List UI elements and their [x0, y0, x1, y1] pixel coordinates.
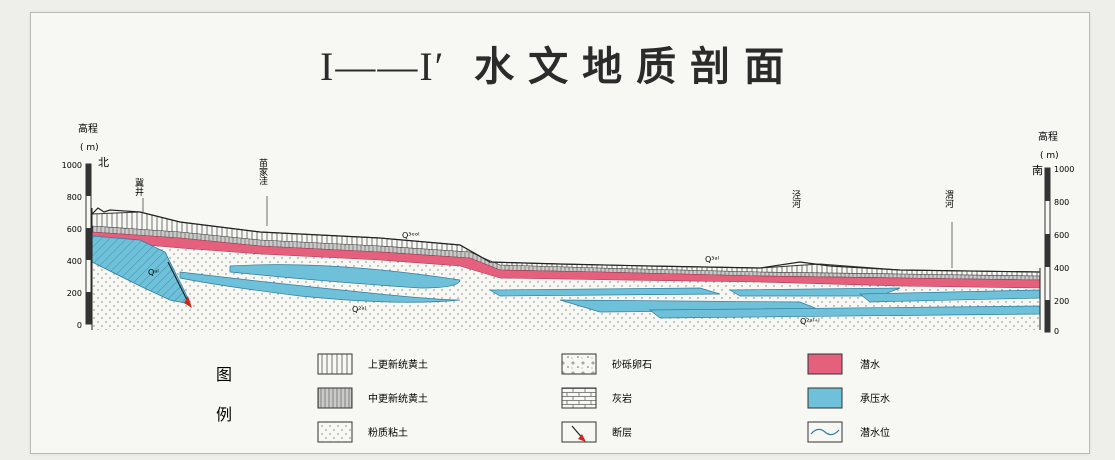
fault-line — [167, 261, 191, 307]
legend-swatch-fault — [561, 421, 597, 443]
confined-aquifer-lens-1 — [229, 264, 461, 289]
legend-swatch-middle-loess — [317, 387, 353, 409]
right-axis-unit: ( m) — [1040, 151, 1059, 161]
left-axis-unit: ( m) — [80, 143, 99, 153]
place-labels: 冀井 苗家洼 泾河 渭河 — [133, 158, 954, 268]
legend-label-silty-clay: 粉质粘土 — [368, 426, 408, 439]
legend-label-water-table: 潜水位 — [860, 426, 890, 439]
legend: 图 例 上更新统黄土 中更新统黄土 粉质粘土 砂砾卵石 灰岩 断层 潜水 承压水… — [216, 353, 890, 443]
right-tick-0: 0 — [1054, 327, 1059, 336]
ground-surface-line — [91, 207, 1041, 273]
right-tick-400: 400 — [1054, 264, 1069, 273]
left-tick-200: 200 — [67, 289, 82, 298]
section-label: I——I′ — [320, 44, 446, 89]
legend-label-middle-loess: 中更新统黄土 — [368, 392, 428, 405]
place-well: 冀井 — [133, 177, 144, 197]
legend-swatch-upper-loess — [317, 353, 353, 375]
place-river-jing: 泾河 — [790, 189, 801, 208]
legend-title-2: 例 — [216, 405, 232, 424]
legend-swatch-gravel — [561, 353, 597, 375]
left-axis-label: 高程 — [78, 122, 98, 135]
confined-aquifer-lens-3 — [488, 287, 721, 297]
legend-swatch-phreatic-water — [807, 353, 843, 375]
right-tick-800: 800 — [1054, 198, 1069, 207]
south-label: 南 — [1032, 164, 1043, 177]
legend-label-upper-loess: 上更新统黄土 — [368, 358, 428, 371]
figure-title: I——I′ 水文地质剖面 — [320, 34, 840, 90]
right-elevation-axis: 高程 ( m) 南 1000 800 600 400 200 0 — [1032, 130, 1074, 336]
place-river-wei: 渭河 — [943, 190, 954, 208]
legend-label-confined-water: 承压水 — [860, 393, 890, 405]
place-village: 苗家洼 — [257, 158, 268, 185]
left-tick-1000: 1000 — [62, 161, 82, 170]
north-label: 北 — [98, 156, 109, 169]
right-tick-200: 200 — [1054, 297, 1069, 306]
left-tick-400: 400 — [67, 257, 82, 266]
legend-label-fault: 断层 — [612, 426, 632, 439]
legend-swatch-confined-water — [807, 387, 843, 409]
legend-title-1: 图 — [216, 365, 232, 384]
legend-label-phreatic-water: 潜水 — [860, 358, 880, 371]
legend-swatch-silty-clay — [317, 421, 353, 443]
right-tick-1000: 1000 — [1054, 165, 1074, 174]
strata-label-q3eol: Q³ᵉᵒˡ — [402, 231, 419, 240]
strata-label-q2al: Q²ᵃˡ — [352, 305, 366, 314]
section-body — [91, 207, 1041, 330]
right-axis-label: 高程 — [1038, 130, 1058, 143]
strata-label-q3al: Q³ᵃˡ — [705, 255, 719, 264]
fault-arrow-icon — [578, 434, 586, 442]
left-elevation-axis: 高程 ( m) 北 1000 800 600 400 200 0 — [62, 122, 109, 330]
right-tick-600: 600 — [1054, 231, 1069, 240]
confined-aquifer-lens-2 — [179, 271, 461, 303]
strata-labels: Q³ᵉᵒˡ Q³ᵃˡ Qᵃˡ Q²ᵃˡ Q²ᵃˡ⁺ˡ — [148, 231, 820, 326]
left-tick-0: 0 — [77, 321, 82, 330]
legend-swatch-limestone — [561, 387, 597, 409]
left-tick-800: 800 — [67, 193, 82, 202]
strata-label-q2alt: Q²ᵃˡ⁺ˡ — [800, 317, 820, 326]
water-table-icon — [810, 428, 840, 436]
fault-arrow — [184, 296, 192, 308]
left-tick-600: 600 — [67, 225, 82, 234]
legend-label-limestone: 灰岩 — [612, 392, 632, 405]
strata-label-qal: Qᵃˡ — [148, 268, 159, 277]
legend-label-gravel: 砂砾卵石 — [612, 358, 652, 371]
title-text: 水文地质剖面 — [474, 44, 799, 90]
